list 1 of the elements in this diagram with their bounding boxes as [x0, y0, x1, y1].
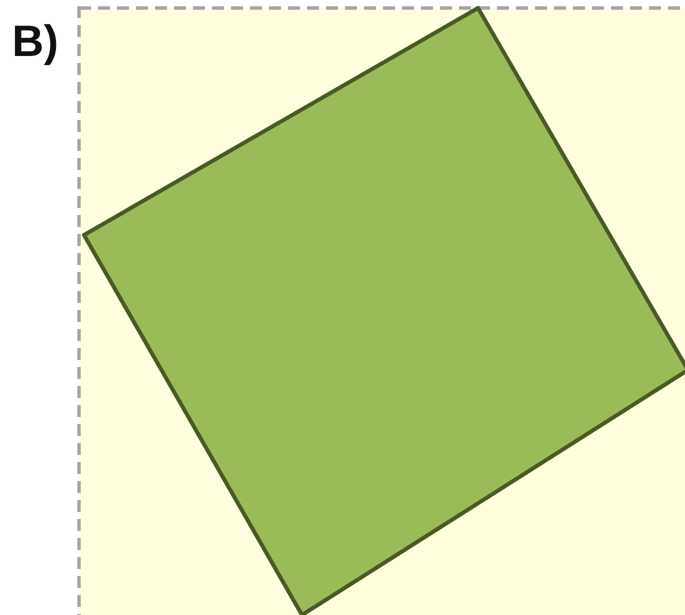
panel-label: B) [12, 20, 58, 64]
